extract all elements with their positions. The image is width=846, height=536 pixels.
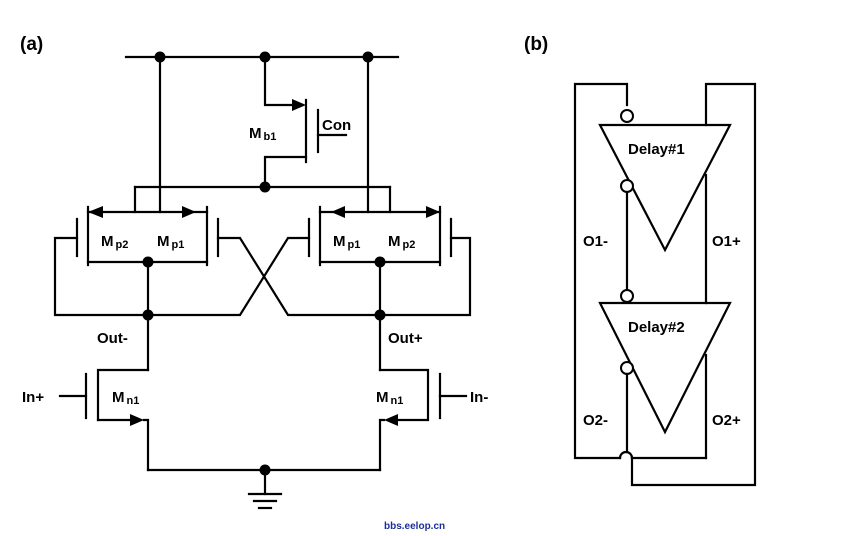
o2-plus-label: O2+ bbox=[712, 412, 741, 429]
in-plus-label: In+ bbox=[22, 389, 44, 406]
o1-minus-label: O1- bbox=[583, 233, 608, 250]
in-minus-label: In- bbox=[470, 389, 488, 406]
delay2-input-bubble bbox=[620, 289, 634, 303]
ring-oscillator: Delay#1 O1- O1+ Delay#2 O2- O2+ bbox=[573, 82, 757, 487]
delay2-output-bubble bbox=[620, 361, 634, 375]
delay1-label: Delay#1 bbox=[628, 141, 685, 158]
o1-plus-label: O1+ bbox=[712, 233, 741, 250]
out-plus-label: Out+ bbox=[388, 330, 423, 347]
watermark: bbs.eelop.cn bbox=[384, 521, 445, 532]
delay2-label: Delay#2 bbox=[628, 319, 685, 336]
panel-label-a: (a) bbox=[20, 34, 43, 55]
ground-icon bbox=[247, 468, 283, 510]
loop-left bbox=[573, 82, 629, 460]
junction-dots bbox=[142, 51, 386, 476]
con-label: Con bbox=[322, 117, 351, 134]
delay1-output-bubble bbox=[620, 179, 634, 193]
o2-minus-label: O2- bbox=[583, 412, 608, 429]
loop-right bbox=[630, 82, 757, 487]
panel-label-b: (b) bbox=[524, 34, 548, 55]
out-minus-label: Out- bbox=[97, 330, 128, 347]
delay1-input-bubble bbox=[620, 109, 634, 123]
cross-wire-2 bbox=[146, 236, 311, 317]
